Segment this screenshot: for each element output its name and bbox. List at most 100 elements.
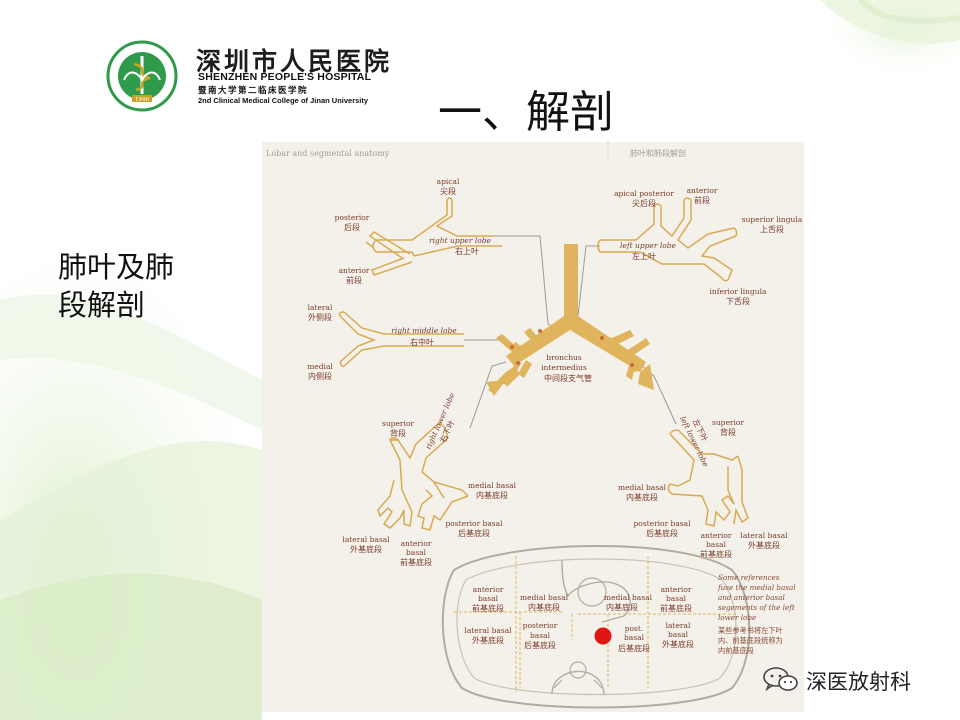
- sec-r-post-en2: basal: [530, 631, 551, 640]
- bronchus-intermedius-en1: bronchus: [546, 353, 582, 362]
- rul-anterior-cn: 前段: [346, 275, 362, 285]
- right-upper-lobe-branches: [365, 197, 502, 276]
- sec-l-lat-cn: 外基底段: [662, 639, 694, 649]
- figure-header-left: Lobar and segmental anatomy: [266, 149, 390, 158]
- lul-name-cn: 左上叶: [632, 251, 656, 261]
- lll-anterior-basal-en2: basal: [706, 540, 727, 549]
- rll-superior-en: superior: [382, 419, 414, 428]
- sec-l-post-en1: post.: [625, 624, 644, 633]
- rll-lateral-basal-cn: 外基底段: [350, 544, 382, 554]
- note-en-line-2: fuse the medial basal: [717, 583, 796, 592]
- lul-anterior-cn: 前段: [694, 195, 710, 205]
- lul-name-en: left upper lobe: [620, 241, 677, 250]
- sec-l-ant-cn: 前基底段: [660, 603, 692, 613]
- note-en-line-1: Some references: [718, 573, 780, 582]
- rul-apical-en: apical: [437, 177, 460, 186]
- anatomy-figure-panel: [262, 140, 804, 712]
- sec-r-ant-en1: anterior: [473, 585, 504, 594]
- rul-name-cn: 右上叶: [455, 246, 479, 256]
- hospital-logo: 1946: [96, 40, 416, 112]
- rll-posterior-basal-en: posterior basal: [445, 519, 503, 528]
- sec-r-med-en: medial basal: [520, 593, 569, 602]
- lll-anterior-basal-cn: 前基底段: [700, 549, 732, 559]
- branch-dot: [630, 363, 634, 367]
- rll-superior-cn: 背段: [390, 428, 406, 438]
- rul-leader: [494, 235, 559, 331]
- rml-lateral-en: lateral: [308, 303, 333, 312]
- lll-posterior-basal-en: posterior basal: [633, 519, 691, 528]
- sec-r-ant-en2: basal: [478, 594, 499, 603]
- rml-medial-en: medial: [307, 362, 333, 371]
- sec-r-lat-cn: 外基底段: [472, 635, 504, 645]
- rll-medial-basal-cn: 内基底段: [476, 490, 508, 500]
- left-upper-lobe-branches: [597, 197, 738, 282]
- sec-l-ant-en1: anterior: [661, 585, 692, 594]
- lll-superior-cn: 背段: [720, 427, 736, 437]
- wechat-icon: [763, 667, 798, 692]
- branch-dot: [600, 336, 604, 340]
- lul-anterior-en: anterior: [687, 186, 718, 195]
- lul-apical-posterior-cn: 尖后段: [632, 198, 656, 208]
- sec-r-ant-cn: 前基底段: [472, 603, 504, 613]
- lul-inferior-lingula-cn: 下舌段: [726, 296, 750, 306]
- rll-leader: [469, 361, 507, 429]
- sec-r-post-cn: 后基底段: [524, 640, 556, 650]
- lul-superior-lingula-cn: 上舌段: [760, 224, 784, 234]
- hospital-name-en: SHENZHEN PEOPLE'S HOSPITAL: [198, 71, 372, 83]
- lll-medial-basal-cn: 内基底段: [626, 492, 658, 502]
- note-en-line-3: and anterior basal: [718, 593, 785, 602]
- side-label: 肺叶及肺段解剖: [58, 250, 175, 322]
- wechat-account-name: 深医放射科: [806, 670, 911, 694]
- red-marker-dot: [594, 627, 612, 645]
- branch-dot: [538, 329, 542, 333]
- sec-l-ant-en2: basal: [666, 594, 687, 603]
- right-middle-lobe-branches: [338, 311, 464, 368]
- basal-cross-section: [441, 545, 751, 709]
- sec-l-med-cn: 内基底段: [606, 602, 638, 612]
- branch-dot: [510, 345, 514, 349]
- lll-superior-en: superior: [712, 418, 744, 427]
- note-cn-line-3: 内前基底段: [718, 646, 754, 655]
- rul-anterior-en: anterior: [339, 266, 370, 275]
- lul-inferior-lingula-en: inferior lingula: [709, 287, 767, 296]
- lll-posterior-basal-cn: 后基底段: [646, 528, 678, 538]
- figure-header-right: 肺叶和肺段解剖: [630, 148, 686, 158]
- bronchus-intermedius-en2: intermedius: [541, 363, 587, 372]
- sec-l-lat-en2: basal: [668, 630, 689, 639]
- logo-year: 1946: [135, 97, 149, 103]
- lll-anterior-basal-en1: anterior: [701, 531, 732, 540]
- panel-top-edge: [262, 140, 804, 142]
- sec-l-lat-en1: lateral: [666, 621, 691, 630]
- rll-anterior-basal-en1: anterior: [401, 539, 432, 548]
- note-en-line-5: lower lobe: [718, 613, 756, 622]
- sec-r-lat-en: lateral basal: [464, 626, 512, 635]
- branch-dot: [516, 361, 520, 365]
- rll-medial-basal-en: medial basal: [468, 481, 517, 490]
- bronchial-tree-diagram: Lobar and segmental anatomy 肺叶和肺段解剖: [266, 140, 803, 709]
- rll-lateral-basal-en: lateral basal: [342, 535, 390, 544]
- college-name-en: 2nd Clinical Medical College of Jinan Un…: [198, 96, 369, 105]
- hospital-emblem-icon: 1946: [106, 40, 178, 112]
- rml-lateral-cn: 外侧段: [308, 312, 332, 322]
- sec-l-post-en2: basal: [624, 633, 645, 642]
- lll-lateral-basal-cn: 外基底段: [748, 540, 780, 550]
- left-lower-lobe-branches: [667, 429, 749, 527]
- note-cn-line-2: 内、前基底段统称为: [718, 636, 783, 645]
- rul-apical-cn: 尖段: [440, 186, 456, 196]
- hospital-name-cn: 深圳市人民医院: [196, 47, 393, 76]
- sec-l-med-en: medial basal: [604, 593, 653, 602]
- college-name-cn: 暨南大学第二临床医学院: [198, 86, 309, 96]
- rll-name-group: right lower lobe 右下叶: [424, 391, 457, 451]
- sec-r-post-en1: posterior: [523, 621, 558, 630]
- lll-lateral-basal-en: lateral basal: [740, 531, 788, 540]
- lll-medial-basal-en: medial basal: [618, 483, 667, 492]
- slide-title: 一、解剖: [438, 87, 614, 138]
- rml-name-en: right middle lobe: [391, 326, 457, 335]
- lul-apical-posterior-en: apical posterior: [614, 189, 674, 198]
- trachea-and-main-bronchi: [486, 244, 654, 396]
- sec-l-post-cn: 后基底段: [618, 643, 650, 653]
- rll-anterior-basal-en2: basal: [406, 548, 427, 557]
- note-cn-line-1: 某些参考书将左下叶: [718, 626, 783, 635]
- sec-r-med-cn: 内基底段: [528, 602, 560, 612]
